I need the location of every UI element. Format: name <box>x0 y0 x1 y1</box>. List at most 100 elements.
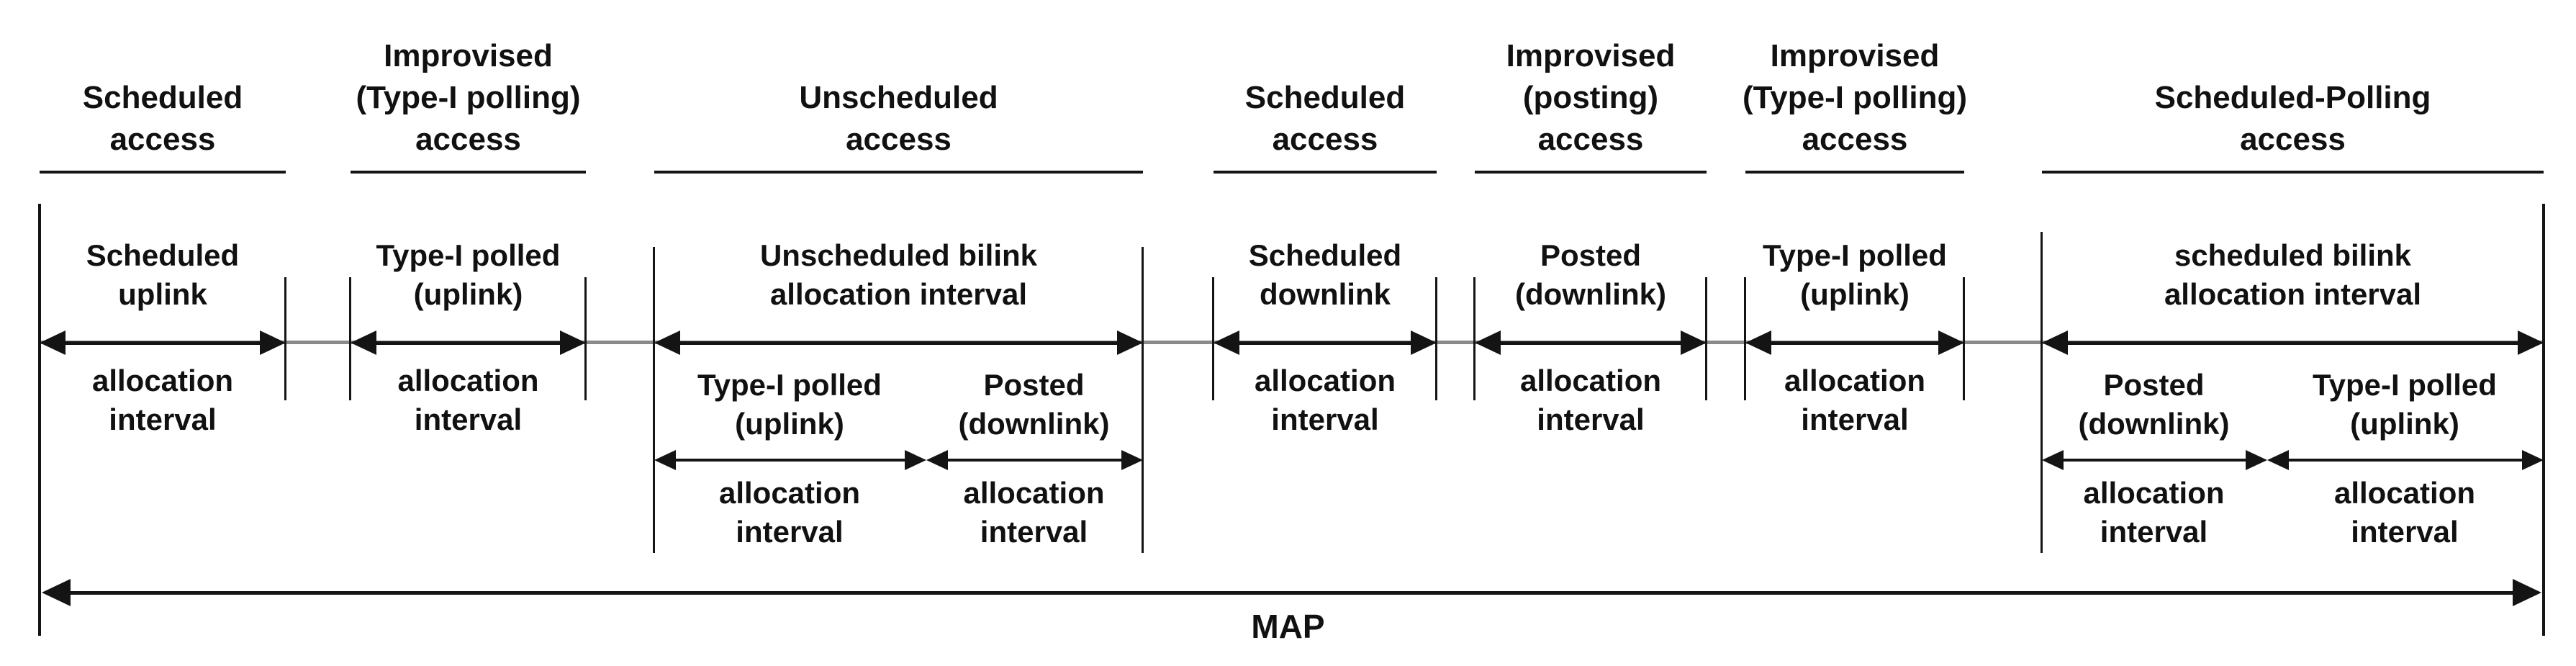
interval-title: Type-I polled (uplink) <box>1745 236 1964 314</box>
interval-caption-line: interval <box>1537 402 1645 436</box>
interval-span-arrow <box>1214 330 1437 355</box>
interval-caption-line: allocation <box>1519 364 1662 397</box>
map-span-arrow <box>42 579 2541 606</box>
header-scheduled-polling-access: Scheduled-Polling access <box>2042 77 2544 174</box>
interval-title: Scheduled downlink <box>1214 236 1437 314</box>
interval-title: Posted (downlink) <box>1475 236 1707 314</box>
header-line: Unscheduled <box>799 80 998 115</box>
arrow-shaft <box>371 341 566 345</box>
header-line: Improvised <box>1770 38 1940 73</box>
header-scheduled-access-1: Scheduled access <box>40 77 286 174</box>
header-line: Scheduled <box>82 80 243 115</box>
arrow-shaft <box>2058 459 2251 462</box>
interval-caption-line: allocation <box>1784 364 1926 397</box>
compound-interval-boundary <box>2041 232 2043 553</box>
interval-title-line: (uplink) <box>413 277 523 311</box>
interval-caption: allocation interval <box>1745 361 1964 439</box>
right-arrowhead-icon <box>260 330 286 355</box>
interval-caption-line: allocation <box>91 364 234 397</box>
map-label: MAP <box>1251 608 1325 645</box>
sub-interval-span-arrow <box>2267 450 2544 470</box>
right-arrowhead-icon <box>1681 330 1707 355</box>
sub-interval-caption: allocation interval <box>2042 474 2266 552</box>
right-arrowhead-icon <box>2522 450 2544 470</box>
header-line: access <box>1272 122 1378 157</box>
interval-boundary-tick <box>1744 277 1746 400</box>
interval-title-line: Type-I polled <box>2313 368 2497 402</box>
interval-title-line: Type-I polled <box>1763 238 1947 272</box>
header-line: Improvised <box>384 38 553 73</box>
interval-caption-line: interval <box>414 402 523 436</box>
header-improvised-type1-polling-access-2: Improvised (Type-I polling) access <box>1742 35 1968 174</box>
header-scheduled-access-2: Scheduled access <box>1214 77 1437 174</box>
sub-interval-span-arrow <box>926 450 1143 470</box>
interval-caption-line: allocation <box>718 476 861 510</box>
interval-title-line: allocation interval <box>769 277 1028 311</box>
interval-title-line: downlink <box>1260 277 1391 311</box>
header-line: (Type-I polling) <box>1742 80 1968 115</box>
sub-interval-caption: allocation interval <box>654 474 925 552</box>
header-line: access <box>1802 122 1908 157</box>
interval-caption: allocation interval <box>40 361 286 439</box>
interval-title-line: (downlink) <box>1515 277 1666 311</box>
interval-caption-line: interval <box>2351 515 2459 549</box>
interval-span-arrow <box>351 330 586 355</box>
sub-interval-span-arrow <box>2042 450 2267 470</box>
header-unscheduled-access: Unscheduled access <box>654 77 1143 174</box>
interval-boundary-tick <box>349 277 351 400</box>
interval-caption-line: interval <box>1271 402 1379 436</box>
interval-caption-line: allocation <box>963 476 1105 510</box>
interval-caption-line: allocation <box>397 364 539 397</box>
interval-caption-line: allocation <box>2333 476 2476 510</box>
interval-title-line: (downlink) <box>2078 407 2230 441</box>
interval-caption-line: interval <box>736 515 844 549</box>
interval-span-arrow <box>1745 330 1964 355</box>
interval-caption-line: interval <box>1801 402 1909 436</box>
interval-title-line: Unscheduled bilink <box>759 238 1038 272</box>
interval-title-line: allocation interval <box>2164 277 2422 311</box>
header-improvised-type1-polling-access-1: Improvised (Type-I polling) access <box>351 35 586 174</box>
header-improvised-posting-access: Improvised (posting) access <box>1475 35 1707 174</box>
arrow-shaft <box>1234 341 1416 345</box>
arrow-shaft <box>60 341 266 345</box>
interval-boundary-tick <box>1212 277 1214 400</box>
header-line: Scheduled <box>1244 80 1406 115</box>
interval-title-line: uplink <box>118 277 207 311</box>
interval-title: Scheduled uplink <box>40 236 286 314</box>
interval-title-line: (downlink) <box>958 407 1110 441</box>
compound-interval-boundary <box>1142 247 1144 553</box>
arrow-shaft <box>670 459 910 462</box>
arrow-shaft <box>942 459 1127 462</box>
interval-title-line: scheduled bilink <box>2174 238 2412 272</box>
interval-title-line: Type-I polled <box>376 238 561 272</box>
arrow-shaft <box>1495 341 1686 345</box>
sub-interval-caption: allocation interval <box>925 474 1143 552</box>
right-arrowhead-icon <box>905 450 926 470</box>
interval-title: Type-I polled (uplink) <box>351 236 586 314</box>
interval-title-line: Posted <box>983 368 1085 402</box>
compound-interval-boundary <box>653 247 655 553</box>
header-line: access <box>2240 122 2346 157</box>
right-arrowhead-icon <box>2518 330 2544 355</box>
interval-title-line: Scheduled <box>1248 238 1402 272</box>
interval-caption-line: interval <box>980 515 1088 549</box>
interval-span-arrow <box>1475 330 1707 355</box>
sub-interval-span-arrow <box>654 450 926 470</box>
right-arrowhead-icon <box>1117 330 1143 355</box>
interval-caption: allocation interval <box>1475 361 1707 439</box>
arrow-shaft <box>63 591 2520 595</box>
map-right-border <box>2542 204 2545 636</box>
interval-caption: allocation interval <box>351 361 586 439</box>
sub-interval-title: Type-I polled (uplink) <box>2266 366 2544 444</box>
right-arrowhead-icon <box>1938 330 1964 355</box>
right-arrowhead-icon <box>560 330 586 355</box>
interval-caption-line: allocation <box>2083 476 2225 510</box>
interval-caption-line: interval <box>2100 515 2208 549</box>
sub-interval-title: Posted (downlink) <box>2042 366 2266 444</box>
header-line: (Type-I polling) <box>356 80 581 115</box>
header-line: (posting) <box>1522 80 1659 115</box>
header-line: access <box>415 122 521 157</box>
interval-title-line: Scheduled <box>86 238 240 272</box>
map-left-border <box>38 204 41 636</box>
right-arrowhead-icon <box>2513 579 2541 606</box>
